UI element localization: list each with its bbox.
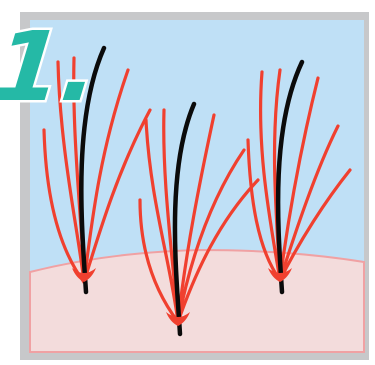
skin-area bbox=[30, 250, 364, 352]
step-number: 1. bbox=[0, 11, 104, 123]
